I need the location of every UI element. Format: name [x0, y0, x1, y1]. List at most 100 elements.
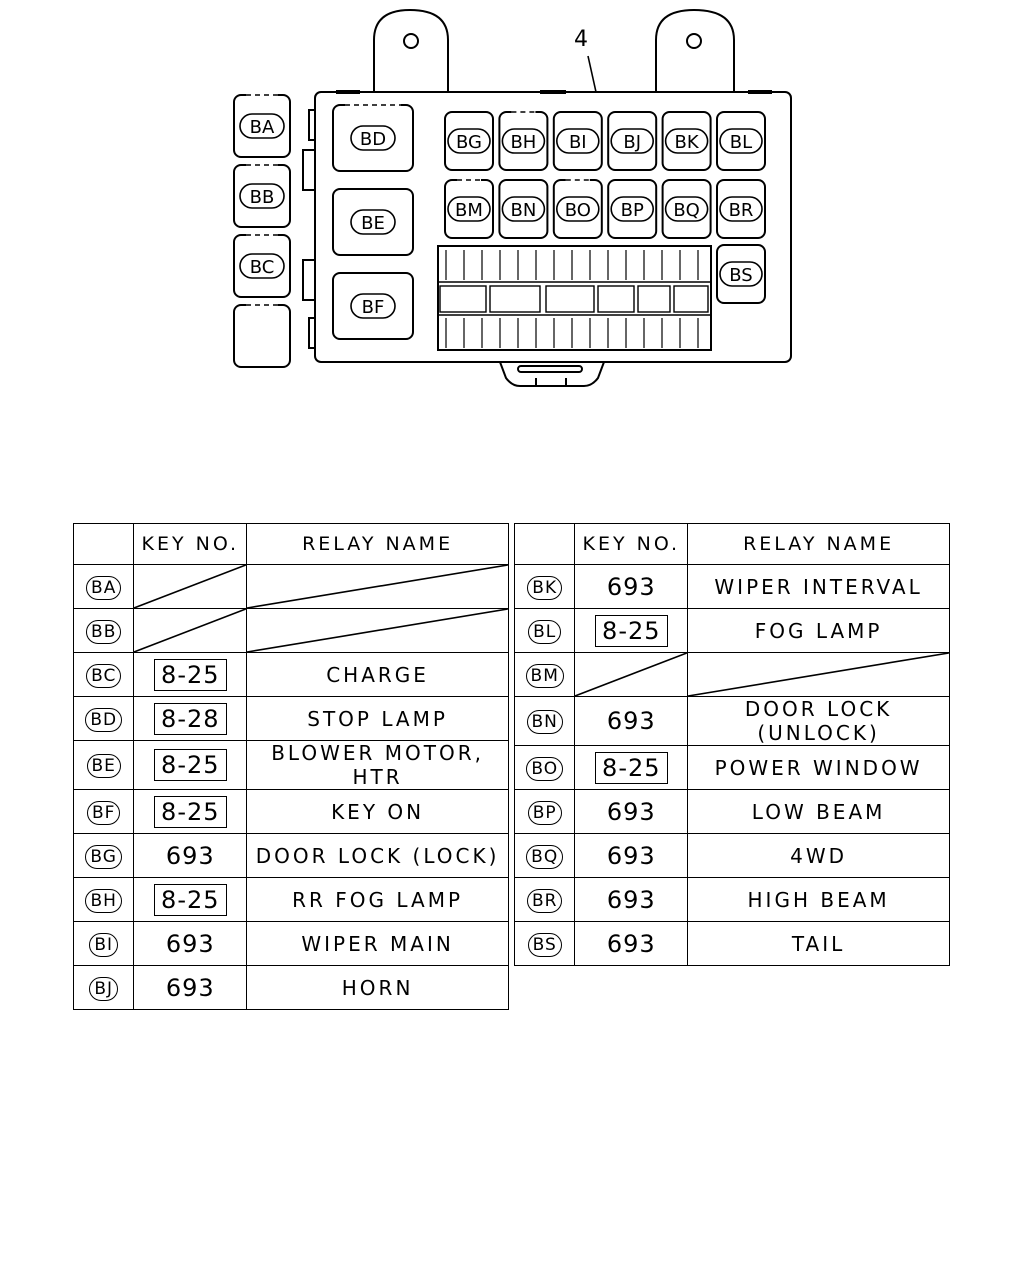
- relay-code: BG: [85, 844, 122, 869]
- relay-code: BM: [525, 663, 564, 688]
- relay-code-cell: BS: [513, 921, 576, 966]
- housing-clip: [302, 149, 316, 191]
- relay-name-cell: [687, 652, 950, 697]
- key-no-cell: 693: [574, 877, 689, 922]
- key-no-cell: 8-25: [574, 745, 689, 790]
- relay-name: STOP LAMP: [307, 706, 448, 731]
- relay-empty: [233, 303, 291, 368]
- relay-name-cell: 4WD: [687, 833, 950, 878]
- table-row: BG 693 DOOR LOCK (LOCK): [72, 833, 509, 878]
- not-used-slash: [247, 609, 508, 652]
- table-row: BJ 693 HORN: [72, 965, 509, 1010]
- callout-number: 4: [574, 27, 588, 52]
- key-no-cell: 693: [574, 696, 689, 746]
- relay-code-label: BF: [362, 297, 385, 318]
- table-header-row: KEY NO. RELAY NAME: [513, 523, 950, 565]
- relay-code-label: BH: [510, 132, 536, 153]
- relay-bo: BO: [552, 178, 603, 239]
- relay-name-cell: DOOR LOCK (UNLOCK): [687, 696, 950, 746]
- relay-name: WIPER INTERVAL: [714, 574, 923, 599]
- relay-code-cell: BD: [72, 696, 135, 741]
- key-no-boxed: 8-25: [154, 795, 227, 828]
- table-row: BM: [513, 652, 950, 697]
- relay-bh: BH: [498, 110, 549, 171]
- relay-name: RR FOG LAMP: [292, 887, 464, 912]
- relay-bj: BJ: [607, 111, 658, 171]
- not-used-slash: [134, 565, 246, 608]
- relay-bc: BC: [233, 233, 291, 298]
- relay-name-cell: STOP LAMP: [246, 696, 509, 741]
- relay-code: BA: [86, 575, 122, 600]
- not-used-slash: [247, 565, 508, 608]
- relay-code-cell: BA: [72, 564, 135, 609]
- key-no-boxed: 8-25: [154, 658, 227, 691]
- relay-name: HORN: [341, 975, 414, 1000]
- relay-code-cell: BC: [72, 652, 135, 697]
- relay-code: BN: [526, 710, 563, 734]
- relay-name-cell: FOG LAMP: [687, 608, 950, 653]
- relay-code: BI: [89, 932, 119, 957]
- key-no-cell: [133, 608, 248, 653]
- header-relay-name: RELAY NAME: [687, 523, 950, 565]
- key-no-cell: 8-28: [133, 696, 248, 741]
- key-no-cell: 8-25: [133, 789, 248, 834]
- relay-code-cell: BH: [72, 877, 135, 922]
- relay-code-cell: BB: [72, 608, 135, 653]
- relay-bk: BK: [661, 111, 712, 171]
- relay-code: BS: [527, 932, 562, 957]
- relay-name-cell: HORN: [246, 965, 509, 1010]
- key-no: 693: [606, 707, 656, 735]
- key-no-cell: 693: [574, 564, 689, 609]
- key-no-cell: 693: [133, 965, 248, 1010]
- key-no-cell: 693: [574, 921, 689, 966]
- relay-code-label: BA: [250, 117, 275, 138]
- relay-bi: BI: [552, 111, 603, 171]
- relay-code: BF: [86, 800, 121, 825]
- housing-clip: [308, 317, 316, 349]
- relay-code: BE: [86, 754, 121, 778]
- table-row: BB: [72, 608, 509, 653]
- table-row: BH 8-25 RR FOG LAMP: [72, 877, 509, 922]
- key-no-cell: [133, 564, 248, 609]
- relay-code-cell: BG: [72, 833, 135, 878]
- relay-code: BB: [86, 619, 122, 644]
- relay-code-cell: BK: [513, 564, 576, 609]
- relay-name: DOOR LOCK (LOCK): [255, 843, 500, 868]
- relay-code: BH: [85, 888, 122, 913]
- relay-name-cell: RR FOG LAMP: [246, 877, 509, 922]
- key-no: 693: [606, 841, 656, 870]
- key-no-cell: 693: [574, 789, 689, 834]
- key-no-cell: [574, 652, 689, 697]
- relay-code: BJ: [89, 976, 119, 1001]
- key-no-cell: 693: [133, 833, 248, 878]
- key-no: 693: [606, 929, 656, 958]
- relay-bl: BL: [716, 111, 766, 171]
- key-no: 693: [165, 929, 215, 958]
- relay-bq: BQ: [661, 179, 712, 239]
- callout-4: 4: [574, 27, 597, 93]
- relay-bf: BF: [332, 272, 414, 340]
- housing-clip: [302, 259, 316, 301]
- header-code: [72, 523, 135, 565]
- header-key-no: KEY NO.: [133, 523, 248, 565]
- relay-code-cell: BF: [72, 789, 135, 834]
- key-no-boxed: 8-28: [154, 702, 227, 735]
- relay-code-cell: BJ: [72, 965, 135, 1010]
- not-used-slash: [134, 609, 246, 652]
- key-no-cell: 8-25: [133, 877, 248, 922]
- table-row: BA: [72, 564, 509, 609]
- not-used-slash: [575, 653, 687, 696]
- relay-code-label: BM: [455, 200, 483, 221]
- relay-be: BE: [332, 188, 414, 256]
- relay-ba: BA: [233, 93, 291, 158]
- relay-code-cell: BL: [513, 608, 576, 653]
